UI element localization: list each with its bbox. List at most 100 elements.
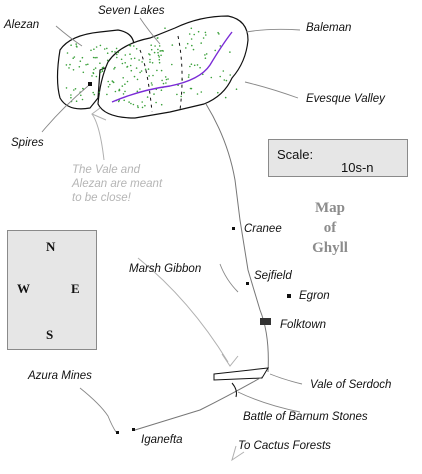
leader-line bbox=[237, 391, 301, 413]
forest-dot bbox=[70, 44, 72, 46]
forest-dot bbox=[165, 82, 167, 84]
forest-dot bbox=[200, 91, 203, 93]
forest-dot bbox=[156, 69, 158, 72]
forest-dot bbox=[73, 56, 76, 58]
forest-dot bbox=[218, 33, 220, 35]
forest-dots bbox=[65, 27, 238, 109]
title-line: Ghyll bbox=[312, 240, 348, 256]
forest-dot bbox=[171, 63, 173, 66]
forest-dot bbox=[129, 64, 132, 67]
forest-dot bbox=[126, 80, 129, 83]
forest-dot bbox=[156, 37, 159, 39]
note-line: Alezan are meant bbox=[72, 178, 163, 190]
forest-dot bbox=[164, 76, 167, 78]
compass-west: W bbox=[17, 281, 30, 296]
town-marker-spires bbox=[88, 82, 92, 86]
forest-dot bbox=[123, 99, 125, 102]
label-baleman: Baleman bbox=[306, 22, 352, 34]
forest-dot bbox=[152, 74, 154, 77]
forest-dot bbox=[149, 61, 151, 63]
forest-dot bbox=[150, 48, 153, 51]
label-vale-of-serdoch: Vale of Serdoch bbox=[310, 379, 392, 391]
forest-dot bbox=[136, 78, 139, 81]
forest-dot bbox=[187, 76, 190, 78]
forest-dot bbox=[157, 54, 160, 57]
forest-dot bbox=[133, 57, 136, 60]
forest-dot bbox=[122, 77, 124, 79]
forest-dot bbox=[82, 87, 84, 90]
forest-dot bbox=[129, 53, 131, 55]
forest-dot bbox=[109, 83, 111, 86]
forest-dot bbox=[113, 68, 115, 70]
map-title: Map of Ghyll bbox=[300, 198, 360, 258]
label-seven-lakes: Seven Lakes bbox=[98, 5, 165, 17]
forest-dot bbox=[193, 33, 195, 36]
forest-dot bbox=[70, 94, 72, 96]
forest-dot bbox=[111, 50, 113, 53]
forest-dot bbox=[107, 86, 110, 88]
main-road bbox=[205, 103, 269, 373]
leader-line bbox=[245, 28, 301, 33]
label-marsh-gibbon: Marsh Gibbon bbox=[129, 263, 202, 275]
forest-dot bbox=[65, 64, 68, 66]
forest-dot bbox=[191, 44, 193, 47]
forest-dot bbox=[92, 72, 94, 74]
forest-dot bbox=[98, 91, 101, 93]
forest-dot bbox=[106, 93, 108, 96]
forest-dot bbox=[190, 63, 193, 65]
forest-dot bbox=[223, 79, 226, 81]
note-line: to be close! bbox=[72, 192, 131, 204]
forest-dot bbox=[154, 45, 156, 47]
forest-dot bbox=[222, 70, 225, 72]
forest-dot bbox=[190, 27, 193, 30]
road-to-iganefta bbox=[231, 382, 237, 398]
label-alezan: Alezan bbox=[4, 19, 40, 31]
forest-dot bbox=[171, 44, 174, 46]
forest-dot bbox=[124, 54, 127, 56]
compass-east: E bbox=[71, 281, 80, 296]
vale-of-serdoch bbox=[213, 367, 269, 381]
forest-dot bbox=[93, 68, 95, 71]
forest-dot bbox=[190, 87, 193, 90]
forest-dot bbox=[200, 42, 202, 44]
forest-dot bbox=[114, 90, 117, 93]
forest-dot bbox=[116, 56, 118, 59]
forest-dot bbox=[99, 44, 102, 47]
label-battle: Battle of Barnum Stones bbox=[243, 411, 368, 423]
region-border bbox=[177, 35, 183, 111]
forest-dot bbox=[130, 58, 133, 60]
forest-dot bbox=[121, 85, 124, 87]
forest-dot bbox=[148, 75, 150, 77]
forest-dot bbox=[199, 66, 201, 69]
compass-south: S bbox=[46, 327, 54, 342]
leader-line bbox=[269, 373, 303, 385]
forest-dot bbox=[106, 52, 109, 54]
forest-dot bbox=[167, 78, 169, 80]
forest-dot bbox=[75, 100, 78, 102]
forest-dot bbox=[112, 81, 115, 84]
town-marker-cranee bbox=[232, 227, 235, 230]
forest-dot bbox=[192, 48, 195, 51]
forest-dot bbox=[162, 82, 165, 85]
forest-dot bbox=[164, 27, 166, 30]
forest-dot bbox=[114, 51, 116, 53]
forest-dot bbox=[153, 51, 156, 54]
label-cactus-forests: To Cactus Forests bbox=[238, 440, 331, 452]
forest-dot bbox=[150, 44, 152, 46]
forest-dot bbox=[106, 59, 109, 62]
scale-unit: 10s-n bbox=[341, 160, 374, 175]
forest-dot bbox=[186, 42, 189, 45]
forest-dot bbox=[219, 45, 222, 47]
forest-dot bbox=[92, 56, 95, 59]
note-arrow bbox=[91, 113, 105, 161]
note-arrow bbox=[137, 257, 229, 363]
forest-dot bbox=[130, 102, 132, 105]
forest-dot bbox=[197, 30, 200, 33]
forest-dot bbox=[160, 69, 163, 72]
town-marker-azura bbox=[116, 431, 119, 434]
forest-dot bbox=[72, 69, 75, 71]
forest-dot bbox=[93, 48, 95, 50]
forest-dot bbox=[118, 88, 121, 91]
forest-region bbox=[97, 15, 249, 119]
